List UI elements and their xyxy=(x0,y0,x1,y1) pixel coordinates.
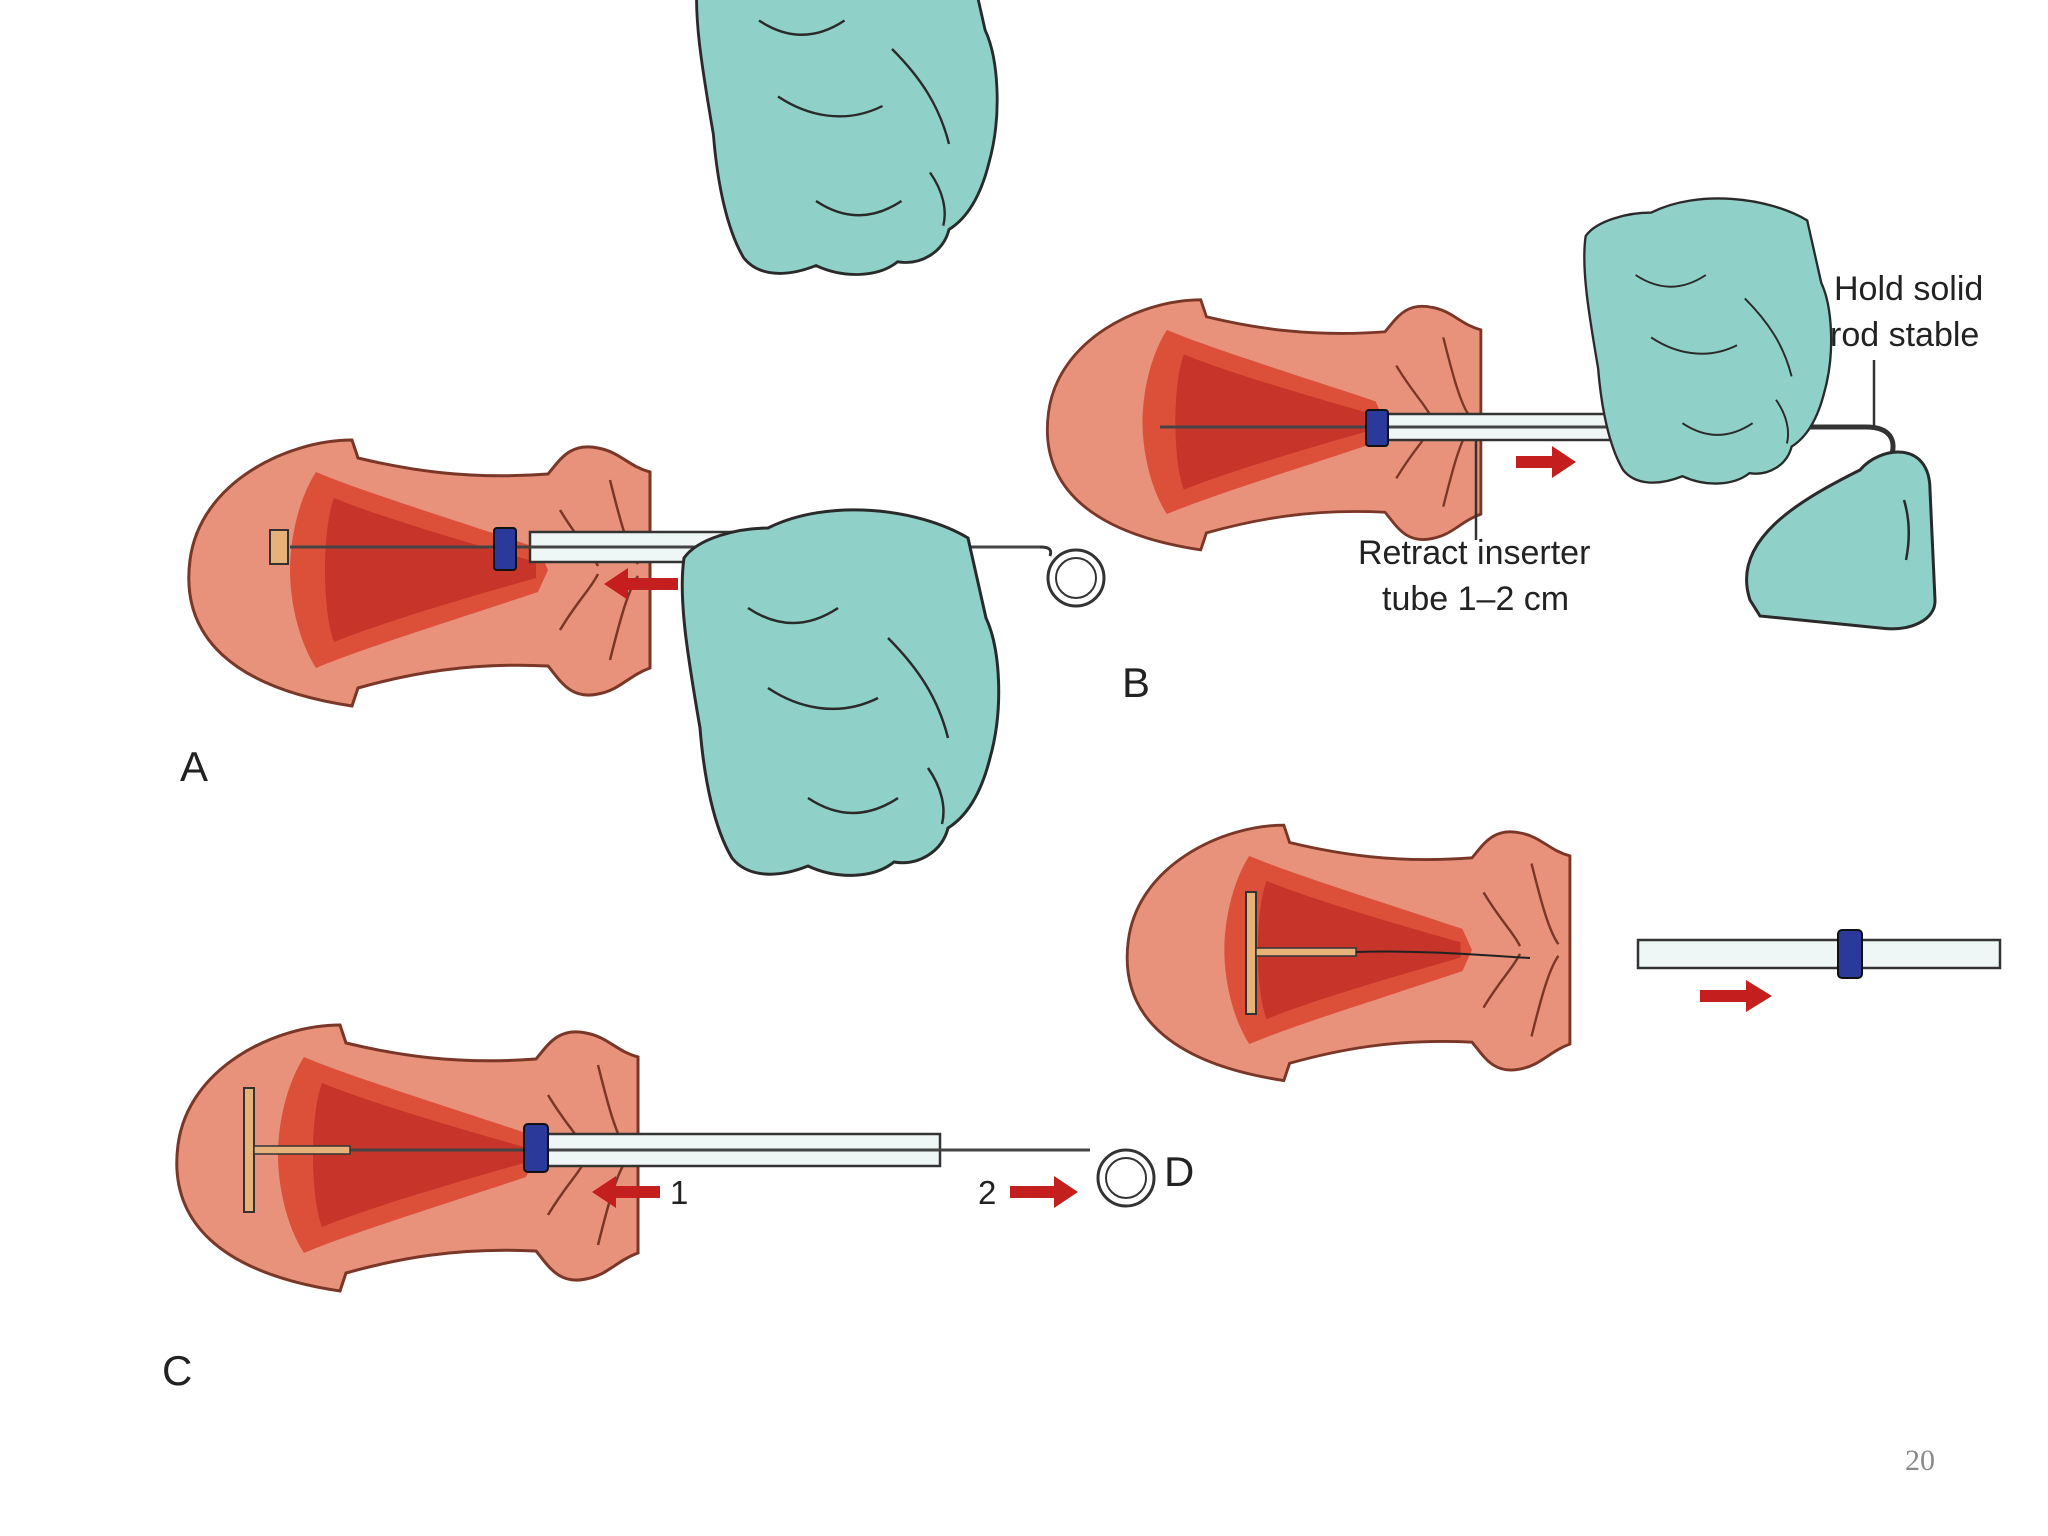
arrow-icon xyxy=(604,568,678,600)
iud-icon xyxy=(1245,891,1257,1015)
insertion-tube-icon xyxy=(1636,938,2002,970)
iud-strings xyxy=(1355,950,1531,959)
flange-collar-icon xyxy=(1365,409,1389,447)
panel-label-b: B xyxy=(1122,659,1150,706)
arrow-icon xyxy=(1700,980,1772,1012)
page-number: 20 xyxy=(1905,1444,1935,1477)
ring-handle-icon xyxy=(1096,1148,1156,1208)
gloved-hand-icon xyxy=(680,508,1001,877)
panel-b: Hold solid rod stable Retract inserter t… xyxy=(1045,197,1983,706)
panel-label-c: C xyxy=(162,1347,192,1394)
arrow-icon xyxy=(1010,1176,1078,1208)
ring-handle-icon xyxy=(1046,548,1106,608)
panel-c: 1 2 C D xyxy=(162,508,1194,1394)
panel-label-a: A xyxy=(180,743,208,790)
iud-icon xyxy=(269,529,289,565)
arrow-icon xyxy=(1516,446,1576,478)
flange-collar-icon xyxy=(493,527,517,571)
panel-label-d: D xyxy=(1164,1148,1194,1195)
retract-label-line1: Retract inserter xyxy=(1358,534,1590,572)
step-number-2: 2 xyxy=(978,1174,996,1211)
hold-label-line1: Hold solid xyxy=(1834,270,1983,308)
gloved-hand-icon xyxy=(1745,450,1937,631)
step-number-1: 1 xyxy=(670,1174,688,1211)
gloved-hand-icon xyxy=(1583,197,1833,485)
arrow-icon xyxy=(592,1176,660,1208)
uterus-icon xyxy=(187,438,652,708)
gloved-hand-icon xyxy=(695,0,999,276)
flange-collar-icon xyxy=(523,1123,549,1173)
flange-collar-icon xyxy=(1837,929,1863,979)
retract-label-line2: tube 1–2 cm xyxy=(1382,580,1569,618)
panel-d xyxy=(1125,823,2002,1083)
hold-label-line2: rod stable xyxy=(1830,316,1979,354)
iud-icon xyxy=(243,1087,255,1213)
